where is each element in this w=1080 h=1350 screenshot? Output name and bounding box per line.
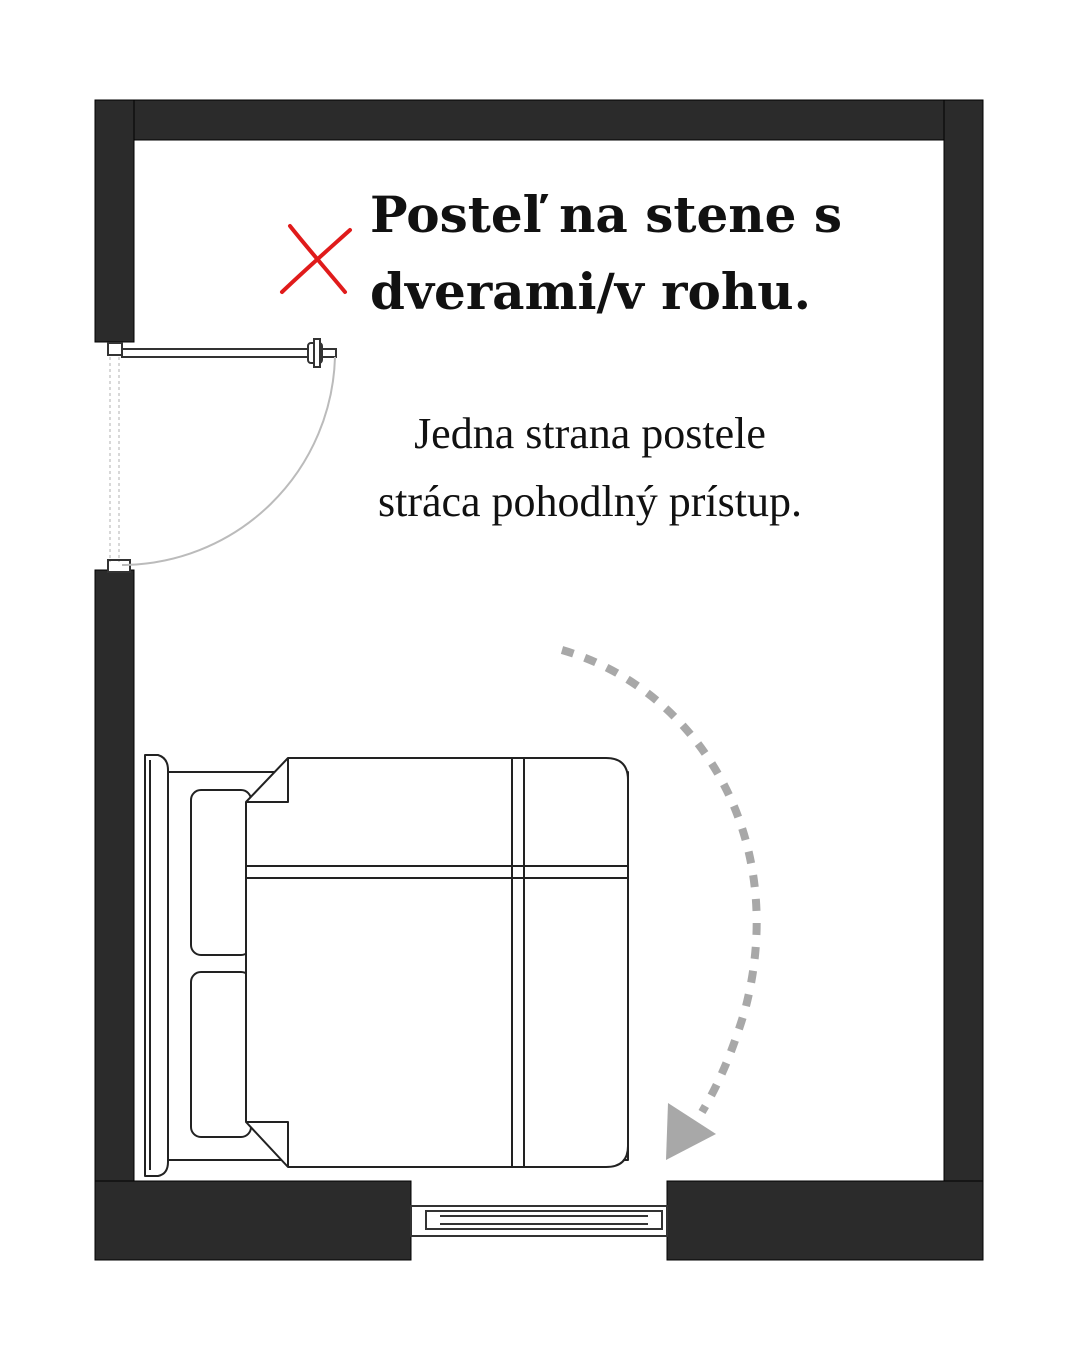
door-handle-knob xyxy=(313,338,321,368)
door-jamb-bottom xyxy=(107,559,131,573)
wall-bottom-right xyxy=(666,1180,984,1261)
rotation-arrow xyxy=(560,646,761,1160)
title-line-2: dverami/v rohu. xyxy=(370,262,811,321)
wall-left-upper xyxy=(94,99,135,343)
walls xyxy=(94,99,984,1261)
cross-stroke-1 xyxy=(288,224,347,294)
wall-top xyxy=(94,99,984,141)
headboard xyxy=(144,754,169,1177)
blanket xyxy=(245,757,629,1168)
arrow-head-icon xyxy=(666,1103,716,1160)
door xyxy=(107,338,337,573)
cross-stroke-2 xyxy=(280,228,352,294)
wall-right xyxy=(943,99,984,1261)
description-line-2: stráca pohodlný prístup. xyxy=(377,477,803,526)
door-jamb-top xyxy=(107,342,123,356)
wall-left-lower xyxy=(94,569,135,1261)
pillow-upper xyxy=(190,789,252,956)
blanket-fold xyxy=(246,758,289,1167)
pillow-lower xyxy=(190,971,252,1138)
door-leaf xyxy=(121,348,337,358)
cross-mark-icon xyxy=(280,224,352,294)
arrow-curve xyxy=(560,646,761,1115)
wall-bottom-left xyxy=(94,1180,412,1261)
bed xyxy=(144,754,629,1177)
window xyxy=(410,1205,668,1237)
title-line-1: Posteľ na stene s xyxy=(370,185,842,244)
door-swing-arc xyxy=(121,356,336,566)
window-sash xyxy=(425,1210,663,1230)
description-line-1: Jedna strana postele xyxy=(414,409,766,458)
